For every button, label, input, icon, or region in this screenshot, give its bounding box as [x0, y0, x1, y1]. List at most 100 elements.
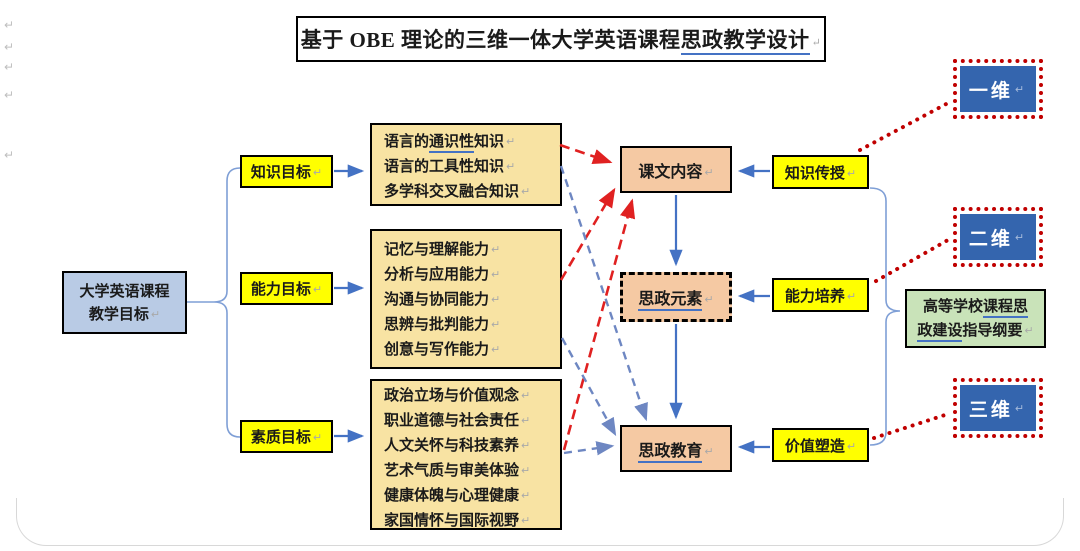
text-content-box: 课文内容↵ [620, 146, 732, 193]
return-mark: ↵ [704, 444, 714, 458]
content-line: 记忆与理解能力↵ [384, 237, 560, 262]
label-text: 一维 [968, 79, 1013, 102]
return-mark: ↵ [1014, 82, 1028, 96]
content-line: 分析与应用能力↵ [384, 262, 560, 287]
label-text: 二维 [968, 227, 1013, 250]
line-text: 职业道德与社会责任 [384, 411, 520, 429]
source-line2: 教学目标 [88, 304, 149, 323]
label-text: 三维 [968, 398, 1013, 421]
dimension-two-inner: 二维↵ [960, 214, 1036, 260]
dimension-one-inner: 一维↵ [960, 66, 1036, 112]
return-mark: ↵ [704, 165, 714, 179]
return-mark: ↵ [312, 283, 323, 296]
return-mark: ↵ [1014, 401, 1028, 415]
label-text: 价值塑造 [784, 436, 845, 455]
return-mark: ↵ [506, 135, 516, 148]
return-mark: ↵ [1024, 323, 1034, 337]
label-text: 知识传授 [784, 163, 845, 182]
ideology-education-box: 思政教育↵ [620, 425, 732, 472]
return-mark: ↵ [846, 439, 857, 453]
return-mark: ↵ [521, 185, 531, 198]
label-text: 能力培养 [784, 286, 845, 305]
return-mark: ↵ [1014, 230, 1028, 244]
content-line: 职业道德与社会责任↵ [384, 408, 560, 433]
line-text: 政治立场与价值观念 [384, 386, 520, 404]
return-mark: ↵ [312, 166, 323, 179]
red-dotted-link-ability-to-dimension-two [874, 238, 950, 283]
line-text: 艺术气质与审美体验 [384, 461, 520, 479]
knowledge-content-box: 语言的通识性知识↵ 语言的工具性知识↵ 多学科交叉融合知识↵ [370, 123, 562, 206]
return-mark: ↵ [491, 268, 501, 281]
ideology-elements-label: 思政元素↵ [638, 285, 714, 311]
red-dashed-arrow-knowledge-to-text-content [559, 143, 613, 164]
source-box-course-objectives: 大学英语课程 教学目标↵ [62, 271, 187, 334]
return-mark: ↵ [312, 431, 323, 444]
return-mark: ↵ [4, 148, 15, 162]
screenshot-frame-edge [16, 498, 1064, 546]
ideology-education-label: 思政教育↵ [638, 437, 714, 463]
content-line: 语言的通识性知识↵ [384, 129, 560, 154]
red-dotted-link-knowledge-to-dimension-one [858, 101, 950, 152]
return-mark: ↵ [491, 293, 501, 306]
return-mark: ↵ [704, 293, 714, 306]
ideology-elements-box: 思政元素↵ [620, 272, 732, 322]
target-knowledge-box: 知识目标↵ [240, 155, 333, 188]
line-text-underlined: 通识性 [429, 132, 475, 153]
return-mark: ↵ [4, 60, 15, 74]
red-dotted-link-value-to-dimension-three [872, 412, 950, 440]
target-quality-label: 素质目标↵ [251, 426, 322, 447]
line-text: 健康体魄与心理健康 [384, 486, 520, 504]
right-curly-brace [869, 187, 901, 446]
target-knowledge-label: 知识目标↵ [251, 161, 322, 182]
content-line: 沟通与协同能力↵ [384, 287, 560, 312]
target-quality-box: 素质目标↵ [240, 420, 333, 453]
label-text-underlined: 思政教育 [638, 440, 703, 463]
blue-dashed-arrow-ability-to-education [560, 337, 617, 437]
line-text: 记忆与理解能力 [384, 240, 490, 258]
guideline-box: 高等学校课程思 政建设指导纲要↵ [905, 289, 1046, 348]
method-knowledge-label: 知识传授↵ [785, 162, 856, 183]
line-text: 知识 [474, 132, 505, 150]
method-value-box: 价值塑造↵ [772, 428, 869, 462]
return-mark: ↵ [491, 318, 501, 331]
target-ability-box: 能力目标↵ [240, 272, 333, 305]
line-text: 创意与写作能力 [384, 340, 490, 358]
method-value-label: 价值塑造↵ [785, 435, 856, 456]
label-text: 知识目标 [250, 163, 311, 181]
line-text: 人文关怀与科技素养 [384, 436, 520, 454]
label-text: 课文内容 [638, 161, 703, 181]
return-mark: ↵ [521, 439, 531, 452]
return-mark: ↵ [521, 514, 531, 527]
blue-dashed-arrow-quality-to-education [563, 441, 615, 456]
return-mark: ↵ [506, 160, 516, 173]
content-line: 人文关怀与科技素养↵ [384, 433, 560, 458]
content-line: 艺术气质与审美体验↵ [384, 458, 560, 483]
line-text: 家国情怀与国际视野 [384, 511, 520, 529]
return-mark: ↵ [521, 414, 531, 427]
content-line: 家国情怀与国际视野↵ [384, 508, 560, 533]
line-text: 多学科交叉融合知识 [384, 182, 520, 200]
dimension-three-box: 三维↵ [953, 378, 1043, 438]
ability-content-box: 记忆与理解能力↵ 分析与应用能力↵ 沟通与协同能力↵ 思辨与批判能力↵ 创意与写… [370, 229, 562, 369]
label-text-underlined: 思政元素 [638, 289, 703, 311]
guideline-label: 高等学校课程思 政建设指导纲要↵ [917, 294, 1034, 343]
content-line: 健康体魄与心理健康↵ [384, 483, 560, 508]
dimension-two-box: 二维↵ [953, 207, 1043, 267]
return-mark: ↵ [491, 243, 501, 256]
title-text: 基于 OBE 理论的三维一体大学英语课程 [300, 28, 681, 52]
return-mark: ↵ [4, 18, 15, 32]
return-mark: ↵ [846, 166, 857, 180]
diagram-title: 基于 OBE 理论的三维一体大学英语课程思政教学设计↵ [300, 24, 822, 55]
quality-content-box: 政治立场与价值观念↵ 职业道德与社会责任↵ 人文关怀与科技素养↵ 艺术气质与审美… [370, 379, 562, 530]
line-text: 思辨与批判能力 [384, 315, 490, 333]
diagram-title-box: 基于 OBE 理论的三维一体大学英语课程思政教学设计↵ [296, 16, 826, 62]
line-text: 分析与应用能力 [384, 265, 490, 283]
text-content-label: 课文内容↵ [638, 158, 713, 182]
method-ability-label: 能力培养↵ [785, 285, 856, 306]
line-text: 语言的工具性知识 [384, 157, 505, 175]
return-mark: ↵ [150, 307, 161, 321]
method-knowledge-box: 知识传授↵ [772, 155, 869, 189]
label-text: 素质目标 [250, 428, 311, 446]
dimension-one-box: 一维↵ [953, 59, 1043, 119]
